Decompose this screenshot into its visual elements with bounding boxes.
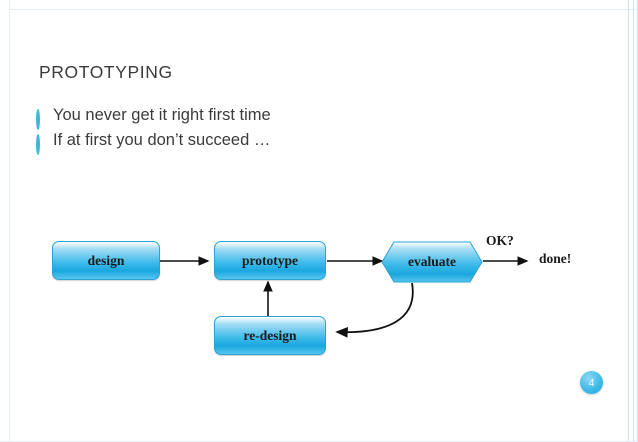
diagram-node-re-design[interactable]: re-design — [214, 316, 326, 355]
ring-bullet-icon — [36, 134, 53, 155]
page-number-badge: 4 — [580, 371, 603, 394]
slide-frame-left — [0, 0, 10, 442]
list-item: You never get it right first time — [36, 104, 516, 130]
diagram-node-label: design — [87, 252, 125, 268]
diagram-label-done: done! — [539, 251, 572, 266]
bullet-list: You never get it right first time If at … — [36, 104, 516, 155]
page-title: PROTOTYPING — [39, 62, 173, 82]
hexagon-shape-icon — [381, 241, 483, 283]
slide-frame-top — [0, 0, 638, 10]
diagram-node-label: re-design — [243, 327, 297, 343]
slide-frame-right-line-1 — [628, 0, 629, 442]
diagram-node-prototype[interactable]: prototype — [214, 241, 326, 280]
diagram-label-ok: OK? — [486, 233, 514, 248]
slide-frame-right-line-2 — [633, 0, 634, 442]
diagram-node-label: evaluate — [408, 254, 456, 269]
ring-bullet-icon — [36, 109, 53, 130]
list-item: If at first you don’t succeed … — [36, 129, 516, 155]
bullet-text: You never get it right first time — [53, 106, 271, 124]
bullet-text: If at first you don’t succeed … — [53, 131, 271, 149]
diagram-node-evaluate[interactable]: evaluate — [381, 241, 483, 283]
diagram-node-design[interactable]: design — [52, 241, 160, 280]
diagram-node-label: prototype — [242, 252, 298, 268]
